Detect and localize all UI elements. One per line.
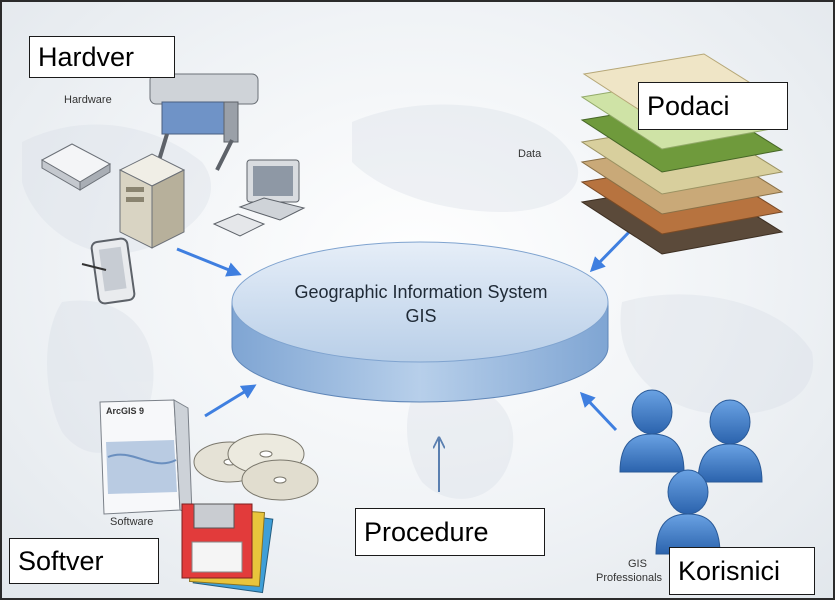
caption-gis: GIS — [628, 558, 647, 570]
cd-discs-icon — [193, 433, 319, 501]
arrow-people — [579, 391, 618, 432]
arcgis-box-icon — [99, 399, 193, 515]
caption-hardware: Hardware — [64, 94, 112, 106]
caption-arcgis: ArcGIS 9 — [106, 406, 145, 416]
desktop-computer-icon — [212, 159, 306, 237]
gis-title-line1: Geographic Information System — [294, 282, 548, 302]
floppy-disks-icon — [181, 503, 274, 594]
arrow-software — [204, 384, 257, 418]
caption-software: Software — [110, 516, 154, 528]
label-hardver: Hardver — [29, 36, 175, 78]
label-podaci: Podaci — [638, 82, 788, 130]
people-icon — [619, 389, 763, 555]
label-procedure: Procedure — [355, 508, 545, 556]
label-korisnici: Korisnici — [669, 547, 815, 595]
tower-computer-icon — [118, 153, 186, 249]
arrow-data — [589, 225, 636, 273]
gis-title-line2: GIS — [405, 306, 437, 326]
scanner-icon — [40, 143, 112, 191]
gis-title: Geographic Information System GIS — [232, 280, 610, 328]
caption-data: Data — [518, 148, 542, 160]
gis-disk — [231, 241, 609, 403]
caption-professionals: Professionals — [596, 572, 663, 584]
tablet-icon — [81, 237, 136, 305]
label-softver: Softver — [9, 538, 159, 584]
arrow-hardware — [176, 247, 242, 277]
